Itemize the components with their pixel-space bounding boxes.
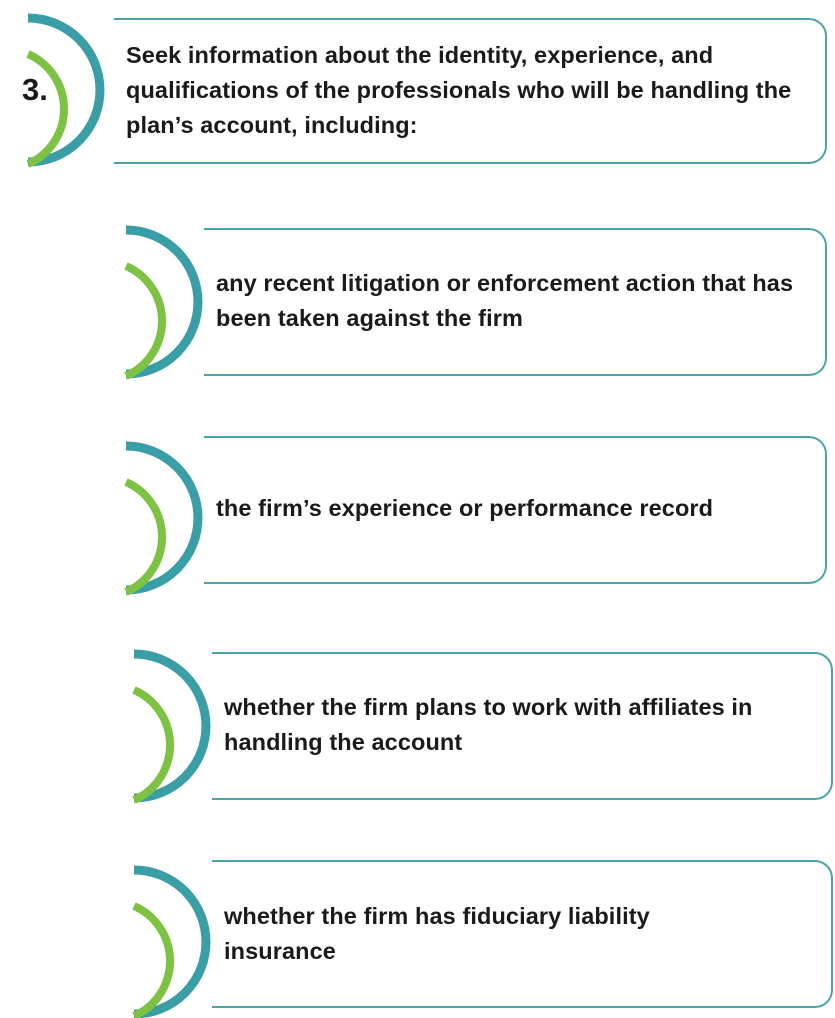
item-text: the firm’s experience or performance rec…: [216, 495, 714, 521]
item-box: [212, 860, 833, 1008]
arc-decoration-icon: [132, 649, 211, 804]
item-box: [204, 436, 827, 584]
arc-decoration-icon: [26, 13, 105, 168]
arc-decoration-icon: [132, 865, 211, 1018]
item-text: whether the firm plans to work with affi…: [224, 694, 753, 755]
item-box: [212, 652, 833, 800]
main-step-text: Seek information about the identity, exp…: [126, 42, 792, 138]
item-text: whether the firm has fiduciary liability…: [224, 903, 650, 964]
main-step-box: [114, 18, 827, 164]
arc-decoration-icon: [124, 441, 203, 596]
item-text: any recent litigation or enforcement act…: [216, 270, 794, 331]
step-number: 3.: [22, 72, 48, 107]
item-box: [204, 228, 827, 376]
arc-decoration-icon: [124, 225, 203, 380]
